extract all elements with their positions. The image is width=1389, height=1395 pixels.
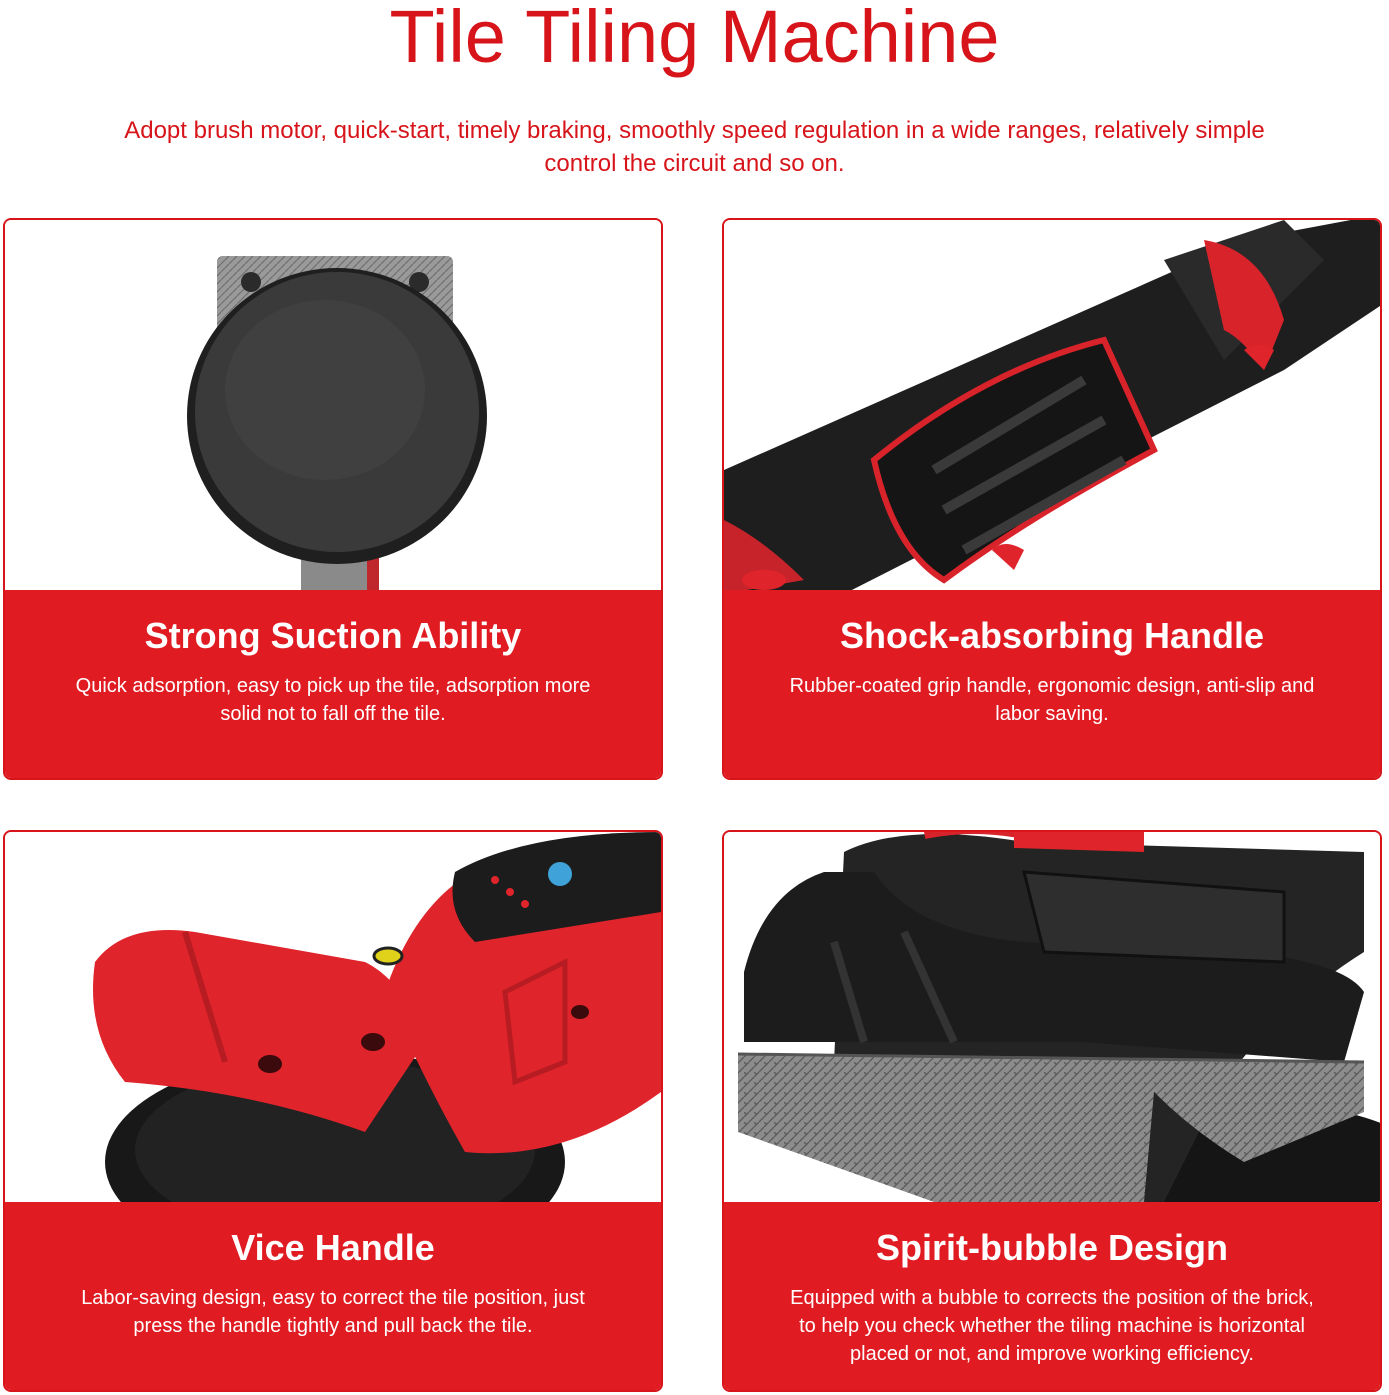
feature-band: Vice Handle Labor-saving design, easy to… [5,1202,661,1390]
spirit-level-icon [737,832,1380,1206]
feature-band: Shock-absorbing Handle Rubber-coated gri… [724,590,1380,778]
page-subtitle: Adopt brush motor, quick-start, timely b… [0,114,1389,180]
grip-handle-photo [724,220,1380,594]
suction-cup-icon [187,256,487,594]
vice-handle-icon [93,832,661,1206]
feature-description-line: Labor-saving design, easy to correct the… [81,1287,585,1309]
feature-heading: Strong Suction Ability [144,615,522,656]
feature-band: Strong Suction Ability Quick adsorption,… [5,590,661,778]
feature-description: Quick adsorption, easy to pick up the ti… [5,672,661,728]
feature-description: Rubber-coated grip handle, ergonomic des… [724,672,1380,728]
vice-handle-photo [5,832,661,1206]
feature-description-line: press the handle tightly and pull back t… [133,1315,533,1337]
subtitle-line-1: Adopt brush motor, quick-start, timely b… [124,117,1265,144]
feature-description-line: labor saving. [995,703,1109,725]
feature-description-line: Rubber-coated grip handle, ergonomic des… [789,675,1315,697]
feature-card-vice: Vice Handle Labor-saving design, easy to… [3,830,663,1392]
feature-heading: Shock-absorbing Handle [839,615,1265,656]
feature-heading: Spirit-bubble Design [875,1227,1228,1268]
feature-description-line: to help you check whether the tiling mac… [799,1315,1305,1337]
feature-card-handle: Shock-absorbing Handle Rubber-coated gri… [722,218,1382,780]
feature-description-line: placed or not, and improve working effic… [850,1343,1254,1365]
subtitle-line-2: control the circuit and so on. [544,150,845,177]
feature-description-line: Equipped with a bubble to corrects the p… [790,1287,1314,1309]
feature-description: Labor-saving design, easy to correct the… [5,1284,661,1340]
suction-cup-photo [5,220,661,594]
grip-handle-icon [724,220,1380,594]
feature-heading: Vice Handle [231,1227,435,1268]
feature-band: Spirit-bubble Design Equipped with a bub… [724,1202,1380,1390]
feature-description-line: Quick adsorption, easy to pick up the ti… [75,675,591,697]
spirit-level-photo [724,832,1380,1206]
page-title: Tile Tiling Machine [389,0,1000,78]
feature-description: Equipped with a bubble to corrects the p… [724,1284,1380,1368]
feature-card-spirit-bubble: Spirit-bubble Design Equipped with a bub… [722,830,1382,1392]
feature-card-suction: Strong Suction Ability Quick adsorption,… [3,218,663,780]
feature-description-line: solid not to fall off the tile. [220,703,446,725]
